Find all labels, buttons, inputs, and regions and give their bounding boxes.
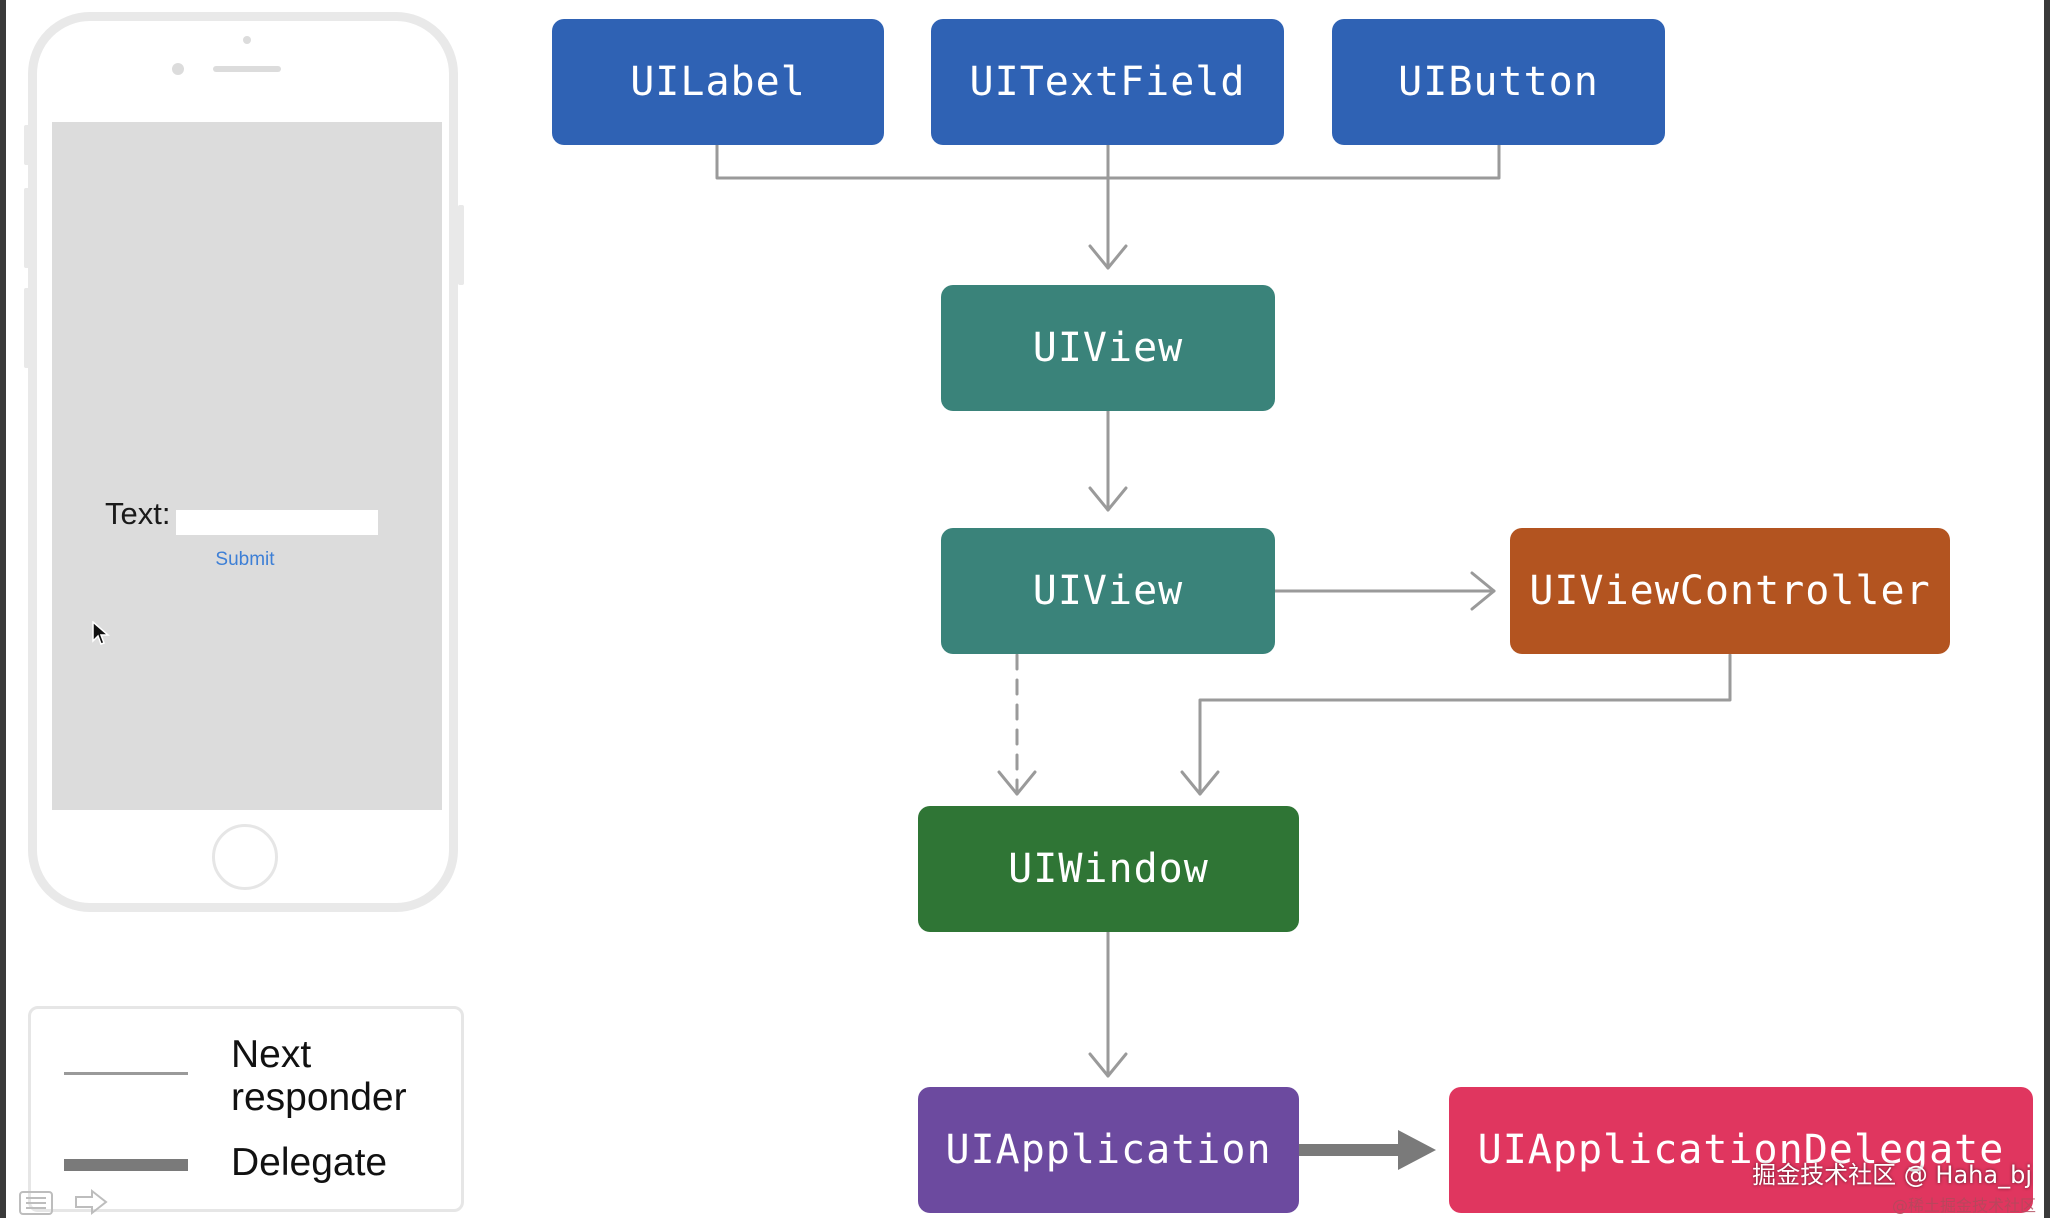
phone-volume-up-button: [24, 188, 30, 268]
node-uiapplication: UIApplication: [918, 1087, 1299, 1213]
node-uiapplicationdelegate: UIApplicationDelegate: [1449, 1087, 2033, 1213]
legend-delegate-swatch: [64, 1159, 188, 1171]
list-lines: [26, 1197, 46, 1209]
legend-next-responder-swatch: [64, 1072, 188, 1075]
phone-power-button: [458, 205, 464, 285]
home-button-icon[interactable]: [212, 824, 278, 890]
arrowhead-uiapplication: [1088, 1052, 1128, 1078]
forward-arrow-icon[interactable]: [75, 1188, 108, 1216]
phone-volume-down-button: [24, 288, 30, 368]
player-controls-icon[interactable]: [6, 1184, 116, 1216]
sensor-dot: [243, 36, 251, 44]
text-input[interactable]: [176, 510, 378, 535]
right-window-edge: [2044, 0, 2050, 1218]
arrowhead-delegate: [1398, 1130, 1436, 1170]
edge-uiviewcontroller-to-uiwindow: [1198, 653, 1732, 796]
arrowhead-uiwindow: [1180, 770, 1220, 796]
watermark-small: @稀土掘金技术社区: [1891, 1196, 2036, 1215]
node-uitextfield: UITextField: [931, 19, 1284, 145]
node-uiview-1: UIView: [941, 285, 1275, 411]
mouse-cursor-icon: [92, 621, 110, 645]
submit-button[interactable]: Submit: [200, 549, 290, 571]
phone-screen: [52, 122, 442, 810]
node-uiviewcontroller: UIViewController: [1510, 528, 1950, 654]
left-window-edge: [0, 0, 6, 1218]
phone-side-button: [24, 125, 30, 165]
arrowhead-uiview-2: [1088, 486, 1128, 512]
arrowhead-uiviewcontroller: [1470, 571, 1496, 611]
legend-next-responder-label: Next responder: [231, 1033, 407, 1119]
node-uiwindow: UIWindow: [918, 806, 1299, 932]
node-uibutton: UIButton: [1332, 19, 1665, 145]
legend: Next responder Delegate: [28, 1006, 464, 1212]
list-icon[interactable]: [19, 1191, 53, 1215]
watermark: 掘金技术社区 @ Haha_bj: [1752, 1161, 2032, 1189]
arrowhead-uiwindow-dashed: [997, 770, 1037, 796]
arrowhead-uiview-1: [1088, 244, 1128, 270]
node-uiview-2: UIView: [941, 528, 1275, 654]
legend-delegate-label: Delegate: [231, 1141, 388, 1184]
speaker-icon: [213, 66, 281, 72]
node-uilabel: UILabel: [552, 19, 884, 145]
camera-icon: [172, 63, 184, 75]
text-field-label: Text:: [105, 496, 171, 531]
